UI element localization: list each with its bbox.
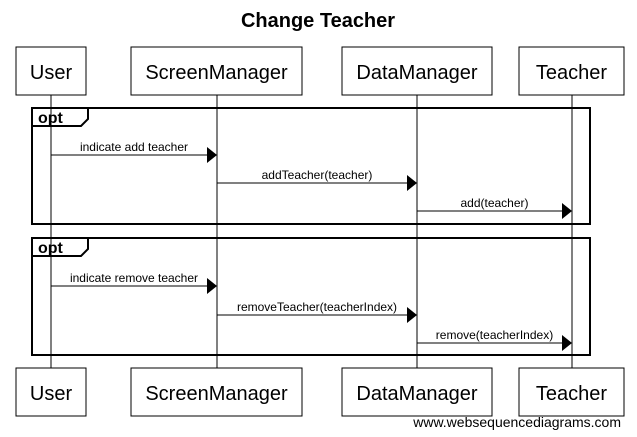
participant-label: DataManager bbox=[356, 62, 478, 84]
message-data-to-teacher: add(teacher) bbox=[417, 196, 572, 219]
fragment-tab bbox=[32, 108, 89, 127]
message-user-to-screen: indicate remove teacher bbox=[51, 271, 217, 294]
participant-heads-top: User ScreenManager DataManager Teacher bbox=[15, 46, 625, 96]
participant-label: ScreenManager bbox=[145, 383, 288, 405]
message-data-to-teacher: remove(teacherIndex) bbox=[417, 328, 572, 351]
participant-box-screen-bottom: ScreenManager bbox=[130, 367, 303, 417]
message-label: indicate add teacher bbox=[80, 140, 188, 154]
fragment-operator: opt bbox=[38, 240, 64, 257]
participant-label: User bbox=[30, 383, 73, 405]
participant-rect bbox=[518, 367, 625, 417]
message-screen-to-data: removeTeacher(teacherIndex) bbox=[217, 300, 417, 323]
message-label: remove(teacherIndex) bbox=[436, 328, 553, 342]
arrowhead-icon bbox=[562, 203, 572, 219]
message-label: indicate remove teacher bbox=[70, 271, 198, 285]
message-label: removeTeacher(teacherIndex) bbox=[237, 300, 397, 314]
participant-label: ScreenManager bbox=[145, 62, 288, 84]
opt-fragment-2: opt indicate remove teacher removeTeacher(… bbox=[31, 237, 591, 356]
participant-label: Teacher bbox=[536, 383, 607, 405]
participant-rect bbox=[15, 367, 87, 417]
participant-rect bbox=[130, 46, 303, 96]
participant-box-data-top: DataManager bbox=[341, 46, 493, 96]
message-screen-to-data: addTeacher(teacher) bbox=[217, 168, 417, 191]
participant-label: Teacher bbox=[536, 62, 607, 84]
lifelines bbox=[50, 95, 573, 368]
participant-box-teacher-top: Teacher bbox=[518, 46, 625, 96]
participant-box-data-bottom: DataManager bbox=[341, 367, 493, 417]
arrowhead-icon bbox=[207, 278, 217, 294]
diagram-title: Change Teacher bbox=[241, 10, 395, 32]
fragment-frame bbox=[31, 107, 591, 225]
opt-fragment-1: opt indicate add teacher addTeacher(teache… bbox=[31, 107, 591, 225]
fragment-operator: opt bbox=[38, 110, 64, 127]
participant-box-user-top: User bbox=[15, 46, 87, 96]
arrowhead-icon bbox=[207, 147, 217, 163]
message-user-to-screen: indicate add teacher bbox=[51, 140, 217, 163]
participant-rect bbox=[341, 46, 493, 96]
watermark: www.websequencediagrams.com bbox=[412, 414, 621, 430]
fragment-tab bbox=[32, 238, 89, 257]
message-label: add(teacher) bbox=[460, 196, 528, 210]
participant-heads-bottom: User ScreenManager DataManager Teacher bbox=[15, 367, 625, 417]
fragment-frame bbox=[31, 237, 591, 356]
participant-label: User bbox=[30, 62, 73, 84]
arrowhead-icon bbox=[407, 307, 417, 323]
participant-rect bbox=[130, 367, 303, 417]
message-label: addTeacher(teacher) bbox=[262, 168, 373, 182]
participant-rect bbox=[15, 46, 87, 96]
arrowhead-icon bbox=[562, 335, 572, 351]
participant-box-screen-top: ScreenManager bbox=[130, 46, 303, 96]
participant-rect bbox=[518, 46, 625, 96]
participant-box-user-bottom: User bbox=[15, 367, 87, 417]
participant-rect bbox=[341, 367, 493, 417]
participant-label: DataManager bbox=[356, 383, 478, 405]
fragments: opt indicate add teacher addTeacher(teache… bbox=[31, 107, 591, 356]
arrowhead-icon bbox=[407, 175, 417, 191]
participant-box-teacher-bottom: Teacher bbox=[518, 367, 625, 417]
